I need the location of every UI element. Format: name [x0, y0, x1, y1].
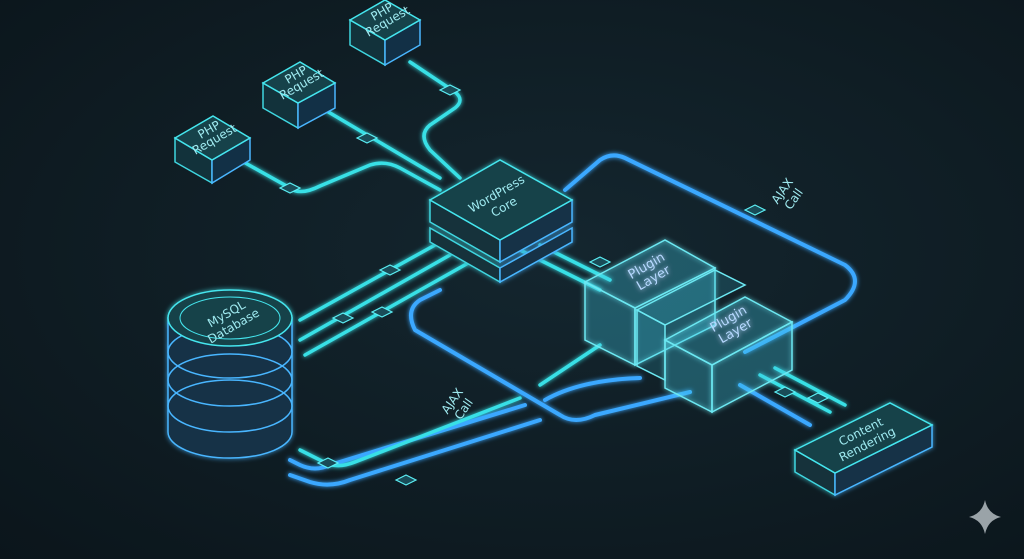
- mysql-database: MySQLDatabase: [167, 289, 293, 459]
- php1-connector: [238, 158, 442, 194]
- node: [773, 386, 797, 398]
- node: [355, 132, 379, 144]
- node: [394, 474, 418, 486]
- plugin-layer-2: PluginLayer: [663, 296, 794, 414]
- php-request-1: PHPRequest: [173, 115, 252, 185]
- wordpress-core: WordPressCore: [428, 159, 574, 284]
- core-db-link-2: [298, 253, 452, 342]
- node: [588, 256, 612, 268]
- sparkle-icon: [969, 500, 1001, 534]
- node: [743, 204, 767, 216]
- connector-nodes: [278, 84, 830, 486]
- core-render-loop: [409, 288, 692, 422]
- svg-text:AJAXCall: AJAXCall: [769, 176, 808, 215]
- ajax-db-link-3: [288, 418, 542, 487]
- node: [331, 312, 355, 324]
- content-rendering: ContentRendering: [793, 402, 934, 497]
- node: [316, 457, 340, 469]
- plugin-layer-middle: [635, 269, 747, 382]
- node: [378, 264, 402, 276]
- php2-connector: [323, 108, 442, 180]
- plugin-entry-1: [538, 343, 602, 387]
- plugin-entry-2: [543, 376, 642, 402]
- plugin-layer-1: PluginLayer: [583, 239, 717, 367]
- ajax-db-link-2: [298, 396, 522, 468]
- node: [438, 84, 462, 96]
- svg-text:AJAXCall: AJAXCall: [439, 386, 478, 425]
- ajax-loop-right: [563, 153, 857, 354]
- core-db-link-3: [303, 260, 472, 357]
- plugin-render-link-3: [773, 366, 847, 407]
- node: [370, 306, 394, 318]
- node: [806, 392, 830, 404]
- node: [278, 182, 302, 194]
- php-request-2: PHPRequest: [261, 61, 337, 130]
- connectors: [238, 60, 857, 487]
- php3-connector: [408, 60, 462, 180]
- core-db-link-1: [298, 243, 437, 322]
- php-request-3: PHPRequest: [348, 0, 422, 67]
